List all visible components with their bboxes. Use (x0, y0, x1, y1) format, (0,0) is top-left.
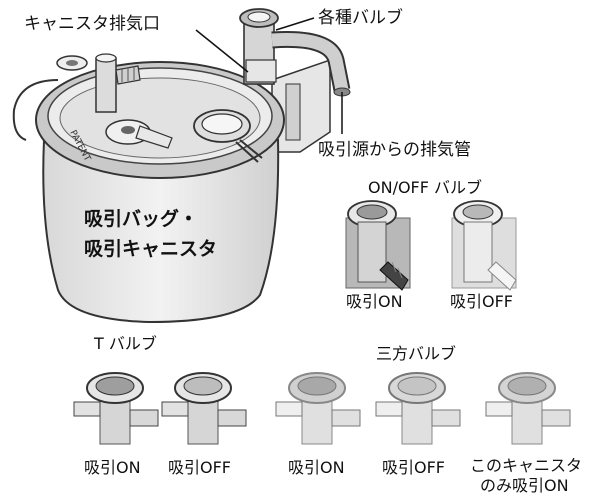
canister-exhaust-port (95, 53, 141, 113)
onoff-title: ON/OFF バルブ (368, 178, 483, 197)
lid-valve-large (193, 109, 263, 163)
exhaust-pipe (271, 30, 351, 97)
onoff-on-label: 吸引ON (346, 292, 403, 311)
t-valve-title: T バルブ (94, 334, 157, 353)
lid-fitting-small (56, 55, 88, 71)
t-valve-off-label: 吸引OFF (168, 458, 232, 477)
onoff-valve-off-illustration (451, 200, 517, 291)
three-way-on-label: 吸引ON (288, 458, 345, 477)
three-way-valve-only-illustration (485, 372, 571, 445)
label-bag-line2: 吸引キャニスタ (84, 238, 218, 260)
three-way-valve-off-illustration (375, 372, 461, 445)
canister-body (42, 139, 280, 324)
three-way-only-label-line2: のみ吸引ON (480, 476, 569, 495)
handle-wire (12, 79, 59, 141)
label-exhaust-pipe: 吸引源からの排気管 (318, 140, 471, 160)
three-way-off-label: 吸引OFF (382, 458, 446, 477)
onoff-off-label: 吸引OFF (450, 292, 514, 311)
valve-column (239, 8, 279, 85)
lid-center-fitting (105, 119, 173, 149)
t-valve-off-illustration (161, 372, 247, 445)
label-canister-exhaust: キャニスタ排気口 (24, 14, 160, 34)
three-way-title: 三方バルブ (376, 344, 457, 363)
leader-lines (195, 17, 343, 134)
three-way-only-label-line1: このキャニスタ (470, 456, 583, 475)
label-valves: 各種バルブ (318, 8, 403, 28)
three-way-valve-on-illustration (275, 372, 361, 445)
label-bag-line1: 吸引バッグ・ (84, 208, 199, 230)
wall-bracket (271, 58, 331, 153)
t-valve-on-illustration (73, 372, 159, 445)
onoff-valve-on-illustration (345, 200, 411, 291)
t-valve-on-label: 吸引ON (84, 458, 141, 477)
